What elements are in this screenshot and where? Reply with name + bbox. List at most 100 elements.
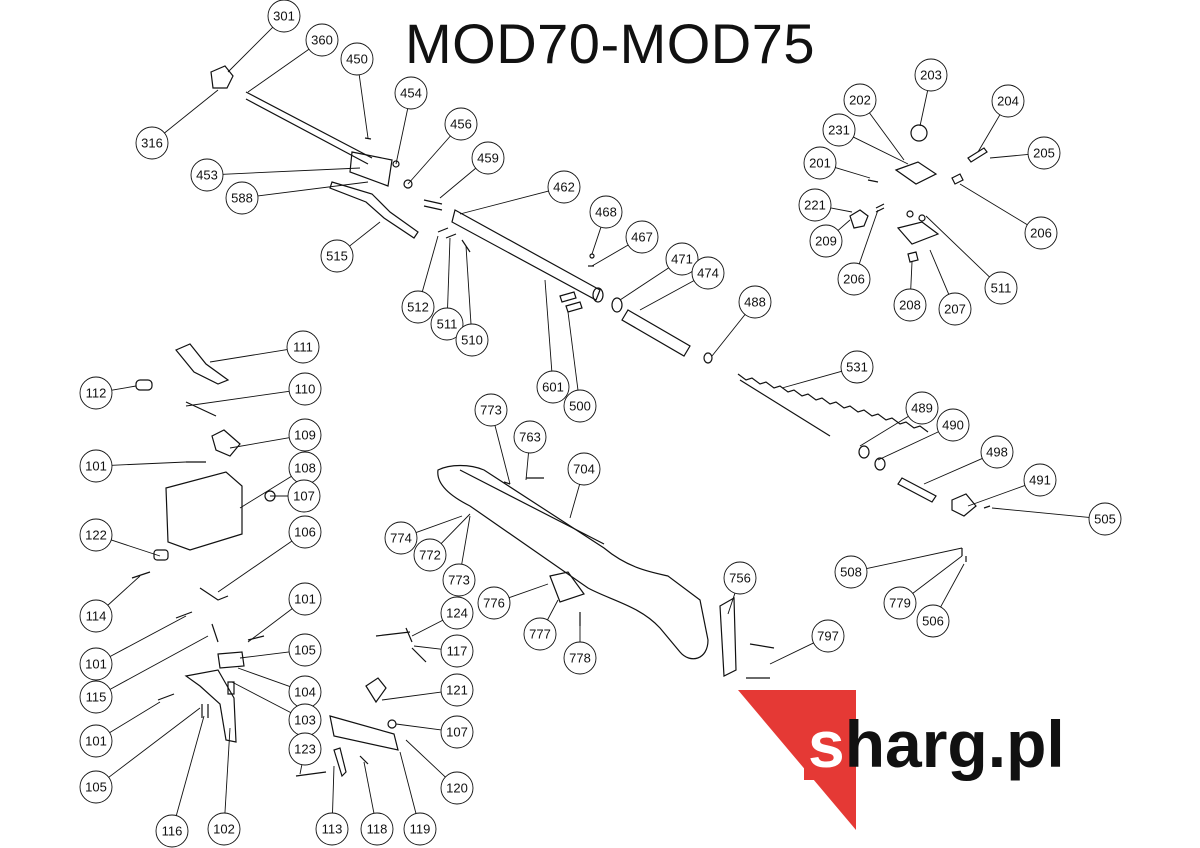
callout-leader-line <box>175 715 205 816</box>
callout-467: 467 <box>591 220 659 267</box>
callout-leader-line <box>711 314 746 357</box>
callout-488: 488 <box>711 285 772 357</box>
callout-bubble <box>471 141 505 175</box>
callout-number: 489 <box>911 401 933 416</box>
callout-206: 206 <box>959 183 1058 250</box>
callout-498: 498 <box>923 435 1014 485</box>
callout-number: 467 <box>631 230 653 245</box>
callout-bubble <box>984 271 1018 305</box>
callout-leader-line <box>459 190 549 215</box>
callout-number: 462 <box>553 180 575 195</box>
callout-bubble <box>79 599 113 633</box>
callout-bubble <box>79 680 113 714</box>
callout-203: 203 <box>914 58 948 127</box>
callout-number: 454 <box>400 86 422 101</box>
callout-number: 101 <box>85 734 107 749</box>
callout-bubble <box>79 724 113 758</box>
brand-first-letter: s <box>808 707 845 781</box>
callout-number: 756 <box>729 571 751 586</box>
callout-511: 511 <box>925 215 1018 305</box>
callout-205: 205 <box>989 136 1061 170</box>
callout-leader-line <box>421 235 439 292</box>
callout-number: 777 <box>529 627 551 642</box>
callout-114: 114 <box>79 575 141 633</box>
callout-number: 471 <box>671 252 693 267</box>
callout-bubble <box>834 555 868 589</box>
callout-bubble <box>1027 136 1061 170</box>
callout-101: 101 <box>79 615 187 681</box>
callout-bubble <box>288 372 322 406</box>
callout-491: 491 <box>967 463 1057 507</box>
callout-leader-line <box>508 583 549 599</box>
callout-number: 588 <box>231 191 253 206</box>
callout-763: 763 <box>513 420 547 481</box>
callout-bubble <box>340 42 374 76</box>
callout-119: 119 <box>399 751 437 846</box>
callout-bubble <box>563 641 597 675</box>
callout-104: 104 <box>237 667 322 709</box>
callout-number: 601 <box>542 380 564 395</box>
callout-number: 206 <box>1030 226 1052 241</box>
callout-leader-line <box>959 183 1028 226</box>
callout-511: 511 <box>430 237 464 341</box>
callout-bubble <box>440 771 474 805</box>
callout-bubble <box>286 330 320 364</box>
callout-number: 704 <box>573 462 595 477</box>
barrel-assembly <box>210 65 713 364</box>
callout-bubble <box>190 158 224 192</box>
callout-leader-line <box>395 108 409 165</box>
callout-number: 118 <box>367 822 388 837</box>
callout-leader-line <box>229 437 290 449</box>
callout-leader-line <box>835 167 871 179</box>
callout-number: 474 <box>697 266 719 281</box>
callout-bubble <box>803 146 837 180</box>
callout-bubble <box>625 220 659 254</box>
callout-leader-line <box>239 651 290 659</box>
callout-number: 114 <box>86 609 107 624</box>
brand-letter-bg <box>804 724 854 780</box>
callout-leader-line <box>439 167 476 199</box>
callout-number: 101 <box>294 592 316 607</box>
callout-221: 221 <box>798 188 853 222</box>
callout-number: 500 <box>569 399 591 414</box>
callout-leader-line <box>447 237 451 309</box>
callout-bubble <box>893 288 927 322</box>
callout-leader-line <box>247 48 310 93</box>
callout-number: 488 <box>744 295 766 310</box>
callout-103: 103 <box>231 681 322 737</box>
callout-bubble <box>320 239 354 273</box>
callout-105: 105 <box>239 633 322 667</box>
callout-leader-line <box>525 452 529 481</box>
callout-bubble <box>440 596 474 630</box>
callout-leader-line <box>929 249 950 295</box>
callout-506: 506 <box>916 563 965 638</box>
callout-bubble <box>938 292 972 326</box>
callout-number: 101 <box>85 657 107 672</box>
callout-bubble <box>288 633 322 667</box>
callout-bubble <box>547 170 581 204</box>
callout-leader-line <box>494 425 511 485</box>
callout-number: 511 <box>991 281 1012 296</box>
callout-bubble <box>287 479 321 513</box>
callout-number: 120 <box>446 781 468 796</box>
callout-number: 107 <box>446 725 468 740</box>
callout-number: 119 <box>410 822 431 837</box>
callout-bubble <box>225 181 259 215</box>
callout-bubble <box>455 323 489 357</box>
callout-leader-line <box>858 209 879 265</box>
callout-107: 107 <box>270 479 321 513</box>
callout-111: 111 <box>209 330 320 364</box>
callout-bubble <box>442 563 476 597</box>
callout-leader-line <box>967 485 1026 507</box>
callout-number: 108 <box>294 461 316 476</box>
rear-sight-assembly <box>849 124 988 263</box>
callout-450: 450 <box>340 42 374 139</box>
callout-756: 756 <box>723 561 757 615</box>
callout-bubble <box>79 518 113 552</box>
callout-number: 207 <box>944 302 966 317</box>
callout-number: 204 <box>997 94 1019 109</box>
callout-489: 489 <box>859 391 939 447</box>
callout-bubble <box>305 23 339 57</box>
callout-leader-line <box>108 707 201 778</box>
callout-leader-line <box>413 645 442 650</box>
